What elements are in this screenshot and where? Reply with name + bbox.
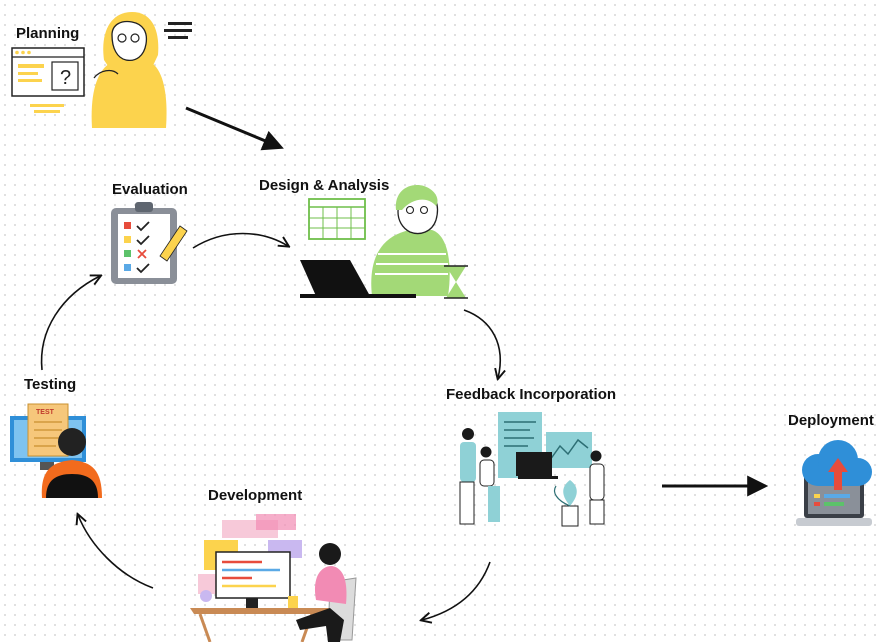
label-testing: Testing <box>24 376 77 393</box>
test-sheet-label: TEST <box>36 409 55 416</box>
label-feedback-incorporation: Feedback Incorporation <box>446 386 617 403</box>
arrow-testing-to-evaluation <box>40 276 100 371</box>
label-design-analysis: Design & Analysis <box>259 177 390 194</box>
deployment-illustration <box>796 440 872 526</box>
label-deployment: Deployment <box>788 412 874 429</box>
label-planning: Planning <box>16 25 80 42</box>
development-illustration <box>190 514 357 642</box>
evaluation-illustration <box>111 202 188 284</box>
planning-illustration: ? <box>11 12 192 128</box>
arrow-planning-to-design <box>185 106 284 151</box>
feedback-illustration <box>459 412 605 527</box>
arrow-feedback-to-development <box>422 561 491 620</box>
label-evaluation: Evaluation <box>112 181 188 198</box>
arrow-design-to-feedback <box>463 309 500 378</box>
question-mark-icon: ? <box>60 67 71 89</box>
arrow-development-to-testing <box>78 515 154 589</box>
design-analysis-illustration <box>300 185 468 299</box>
testing-illustration: TEST <box>10 403 102 498</box>
arrow-evaluation-to-design <box>192 232 288 249</box>
label-development: Development <box>208 487 303 504</box>
